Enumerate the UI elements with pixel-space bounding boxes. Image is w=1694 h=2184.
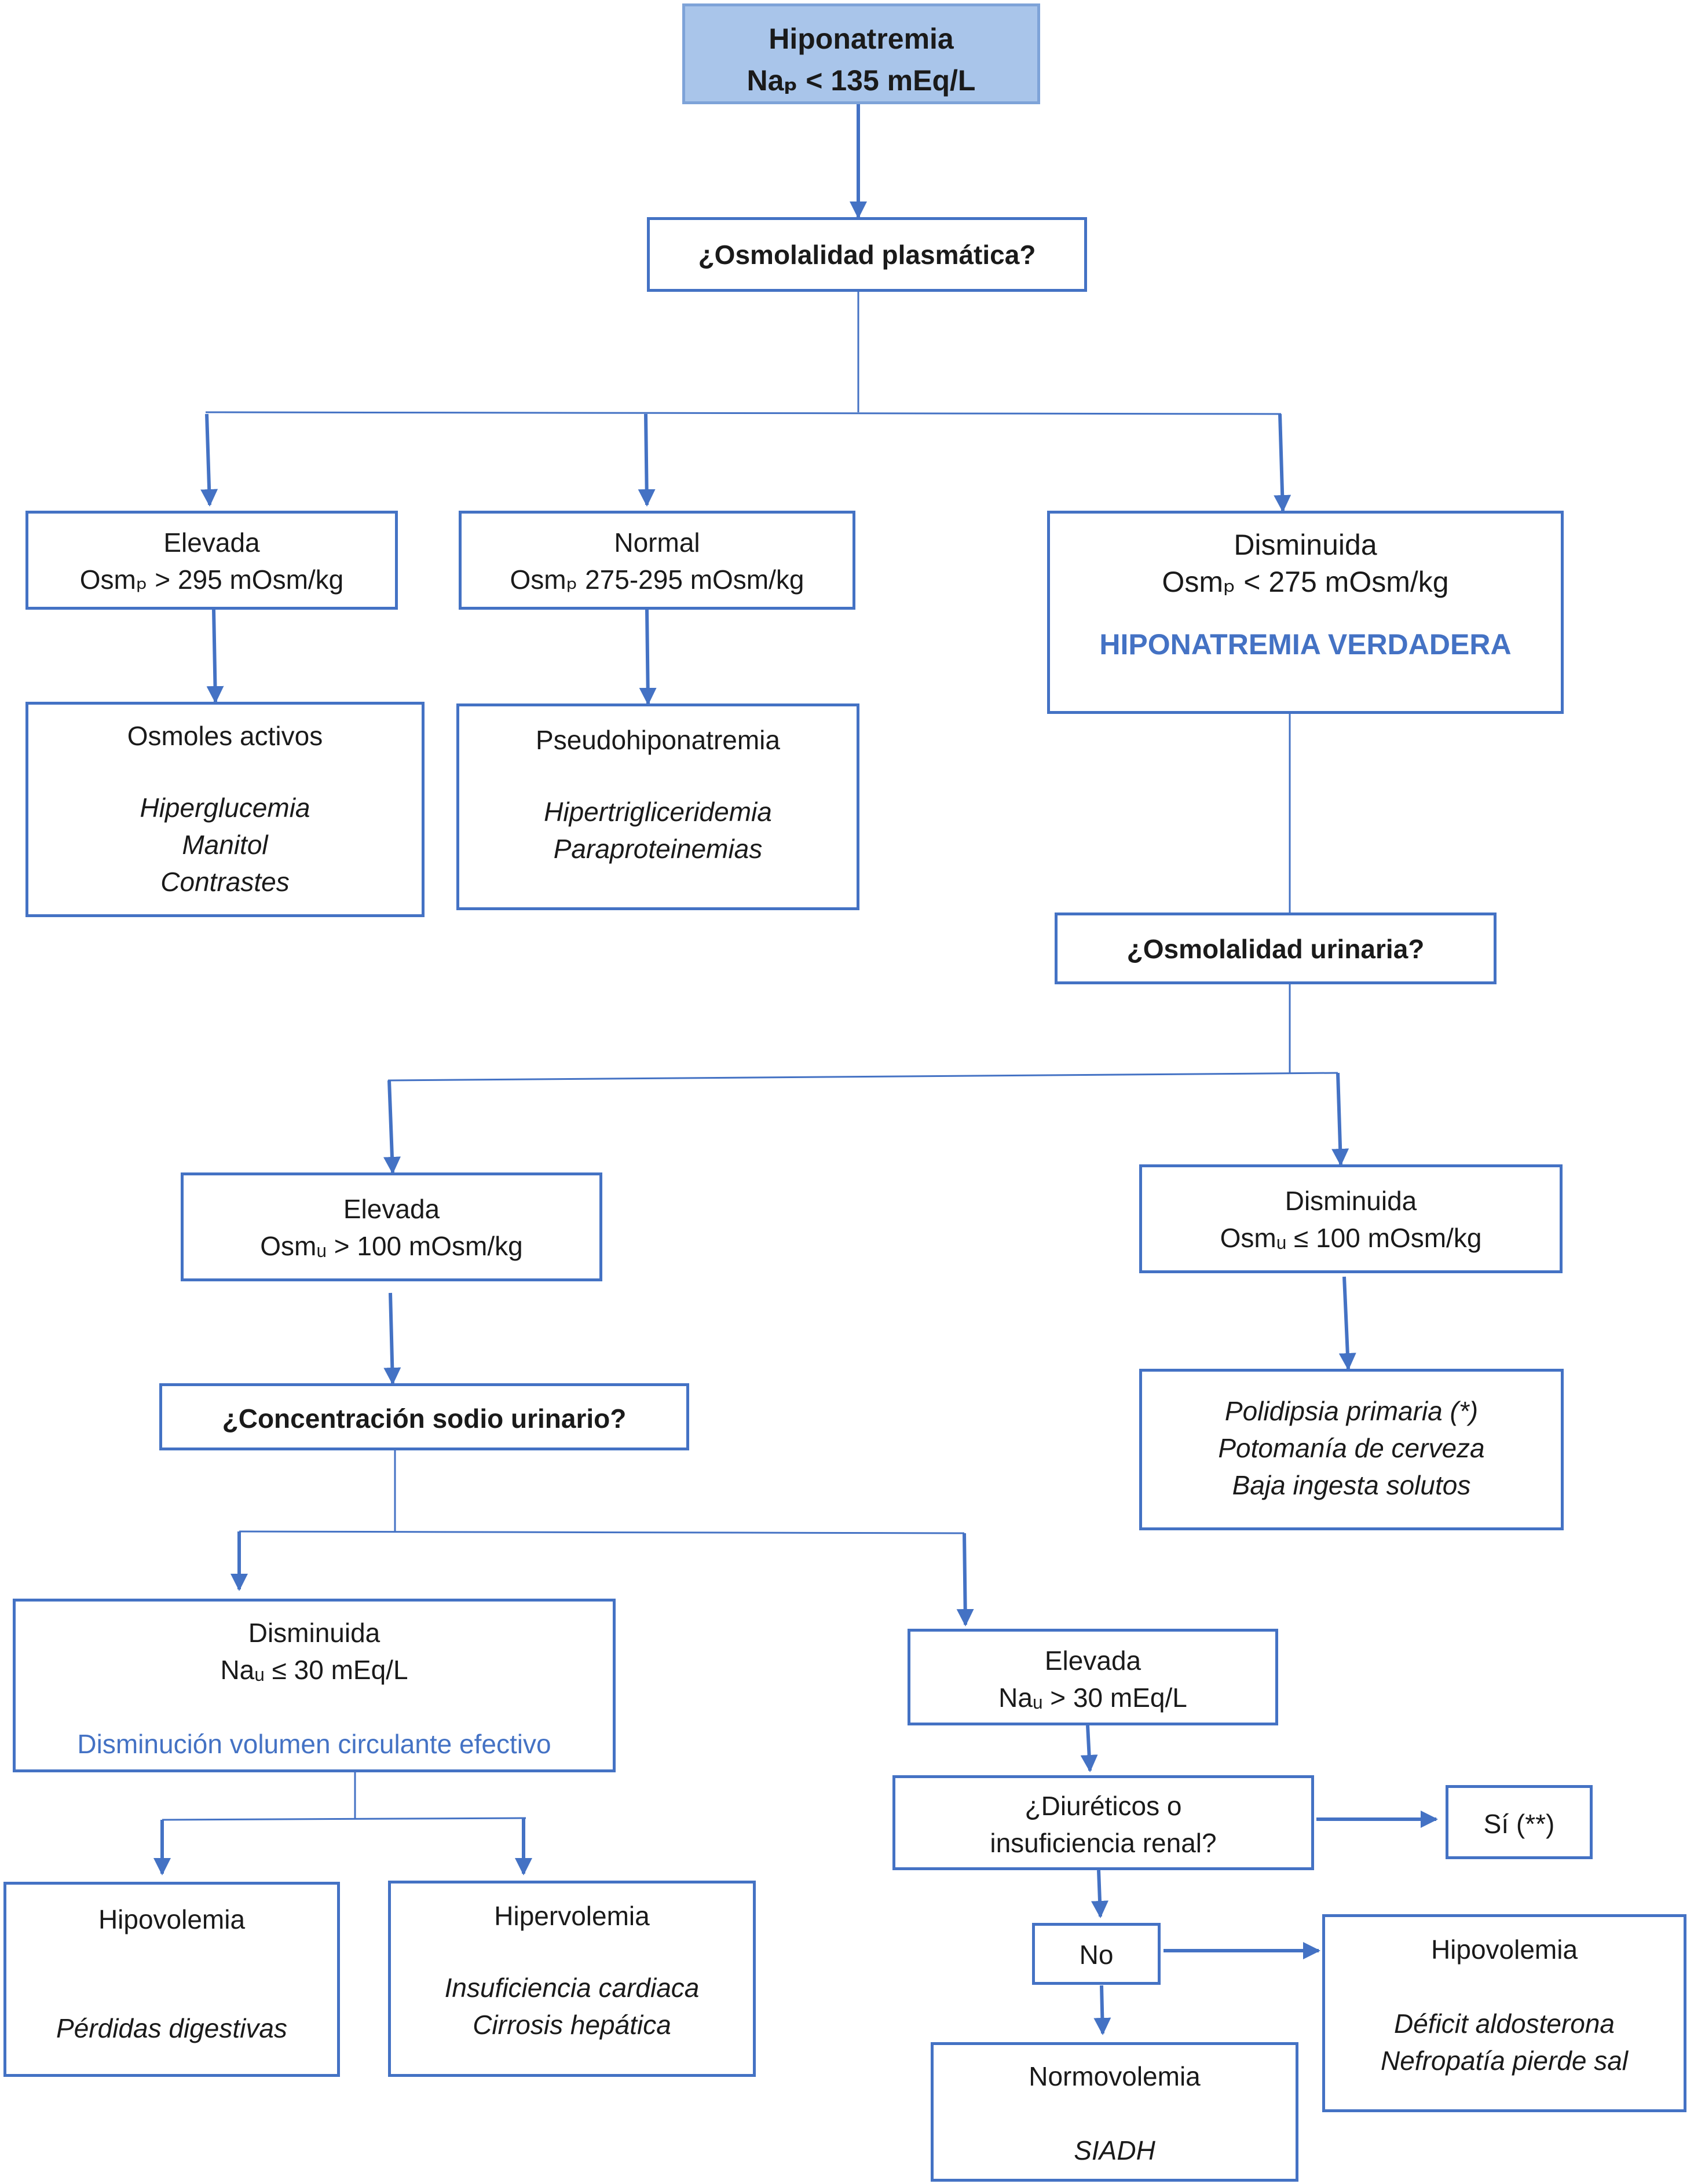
sodio-disminuido-title: Disminuida	[248, 1618, 380, 1648]
osmoles-item: Manitol	[182, 830, 268, 860]
concentracion-sodio-question: ¿Concentración sodio urinario?	[159, 1383, 689, 1450]
plasma-normal-title: Normal	[614, 527, 700, 558]
sodio-elevado-box: Elevada Naᵤ > 30 mEq/L	[908, 1629, 1278, 1725]
plasma-disminuida-value: Osmₚ < 275 mOsm/kg	[1162, 566, 1449, 598]
hipovolemia-renal-title: Hipovolemia	[1430, 1934, 1578, 1965]
plasma-elevada-title: Elevada	[163, 527, 260, 558]
normovolemia-box: Normovolemia SIADH	[931, 2042, 1298, 2182]
plasma-normal-box: Normal Osmₚ 275-295 mOsm/kg	[459, 511, 855, 610]
hipovolemia-renal-item: Déficit aldosterona	[1394, 2009, 1615, 2039]
arrow-diureticos-to-no	[1091, 1870, 1108, 1918]
volumen-circulante-note: Disminución volumen circulante efectivo	[77, 1729, 551, 1759]
hipervolemia-box: Hipervolemia Insuficiencia cardiaca Cirr…	[388, 1881, 756, 2077]
osmoles-activos-box: Osmoles activos Hiperglucemia Manitol Co…	[25, 702, 425, 917]
arrow-to-plasma-disminuida	[1274, 413, 1291, 512]
osmoles-activos-title: Osmoles activos	[127, 721, 323, 751]
osmolalidad-urinaria-question: ¿Osmolalidad urinaria?	[1055, 913, 1497, 984]
orina-disminuida-box: Disminuida Osmᵤ ≤ 100 mOsm/kg	[1139, 1164, 1563, 1273]
connector-volumen-bus	[162, 1817, 526, 1821]
hipovolemia-item: Pérdidas digestivas	[56, 2013, 287, 2043]
plasma-elevada-box: Elevada Osmₚ > 295 mOsm/kg	[25, 511, 398, 610]
sodio-elevado-title: Elevada	[1044, 1646, 1141, 1676]
hipovolemia-renal-item: Nefropatía pierde sal	[1380, 2046, 1629, 2076]
plasma-disminuida-box: Disminuida Osmₚ < 275 mOsm/kg HIPONATREM…	[1047, 511, 1564, 714]
connector-sodio-bus	[239, 1530, 965, 1534]
osmoles-item: Contrastes	[160, 867, 290, 897]
orina-disminuida-value: Osmᵤ ≤ 100 mOsm/kg	[1220, 1223, 1482, 1253]
polidipsia-item: Polidipsia primaria (*)	[1224, 1396, 1479, 1426]
arrow-normal-to-pseudo	[639, 609, 657, 705]
arrow-to-plasma-normal	[638, 413, 656, 507]
hipervolemia-title: Hipervolemia	[494, 1901, 650, 1931]
osmoles-item: Hiperglucemia	[140, 793, 310, 823]
hiponatremia-verdadera-label: HIPONATREMIA VERDADERA	[1099, 628, 1512, 661]
orina-elevada-title: Elevada	[343, 1194, 440, 1224]
no-box: No	[1032, 1923, 1161, 1985]
normovolemia-title: Normovolemia	[1029, 2061, 1201, 2091]
hipervolemia-item: Insuficiencia cardiaca	[444, 1973, 700, 2003]
polidipsia-box: Polidipsia primaria (*) Potomanía de cer…	[1139, 1369, 1564, 1530]
sodio-elevado-value: Naᵤ > 30 mEq/L	[998, 1683, 1187, 1713]
hiponatremia-root-box: Hiponatremia Naₚ < 135 mEq/L	[682, 3, 1040, 104]
diureticos-question-box: ¿Diuréticos o insuficiencia renal?	[892, 1775, 1314, 1870]
polidipsia-item: Potomanía de cerveza	[1218, 1433, 1485, 1463]
si-box: Sí (**)	[1446, 1785, 1593, 1859]
diureticos-line1: ¿Diuréticos o	[1025, 1791, 1182, 1821]
plasma-disminuida-title: Disminuida	[1234, 529, 1377, 561]
arrow-elevada-to-osmoles	[206, 609, 224, 703]
orina-elevada-box: Elevada Osmᵤ > 100 mOsm/kg	[181, 1172, 602, 1281]
root-title: Hiponatremia	[769, 23, 954, 55]
sodio-disminuido-box: Disminuida Naᵤ ≤ 30 mEq/L Disminución vo…	[13, 1599, 616, 1772]
hipovolemia-digestiva-box: Hipovolemia Pérdidas digestivas	[3, 1882, 340, 2077]
hipovolemia-renal-box: Hipovolemia Déficit aldosterona Nefropat…	[1322, 1914, 1686, 2112]
osmolalidad-plasmatica-question: ¿Osmolalidad plasmática?	[647, 217, 1087, 292]
arrow-to-sodio-elevado	[956, 1533, 974, 1626]
normovolemia-item: SIADH	[1074, 2135, 1155, 2165]
diureticos-line2: insuficiencia renal?	[990, 1828, 1217, 1858]
arrow-elevado-to-diureticos	[1080, 1725, 1098, 1772]
arrow-to-orina-disminuida	[1331, 1072, 1349, 1166]
root-threshold: Naₚ < 135 mEq/L	[747, 64, 976, 97]
arrow-to-plasma-elevada	[200, 413, 218, 507]
orina-disminuida-title: Disminuida	[1285, 1186, 1417, 1216]
arrow-orina-disminuida-to-polidipsia	[1338, 1276, 1356, 1371]
orina-elevada-value: Osmᵤ > 100 mOsm/kg	[260, 1231, 523, 1261]
sodio-disminuido-value: Naᵤ ≤ 30 mEq/L	[220, 1655, 408, 1685]
pseudohiponatremia-box: Pseudohiponatremia Hipertrigliceridemia …	[456, 703, 859, 910]
hipervolemia-item: Cirrosis hepática	[473, 2010, 671, 2040]
plasma-elevada-value: Osmₚ > 295 mOsm/kg	[79, 565, 344, 595]
hipovolemia-title: Hipovolemia	[98, 1904, 246, 1934]
plasma-normal-value: Osmₚ 275-295 mOsm/kg	[510, 565, 804, 595]
pseudo-item: Hipertrigliceridemia	[544, 797, 772, 827]
pseudo-item: Paraproteinemias	[553, 834, 763, 864]
arrow-no-to-normovolemia	[1093, 1985, 1111, 2035]
arrow-orina-elevada-to-sodio	[383, 1292, 401, 1385]
connector-urinaria-bus	[387, 1072, 1338, 1082]
pseudohiponatremia-title: Pseudohiponatremia	[536, 725, 780, 755]
arrow-to-orina-elevada	[383, 1080, 401, 1174]
polidipsia-item: Baja ingesta solutos	[1232, 1470, 1471, 1500]
connector-plasma-bus	[205, 411, 1282, 415]
